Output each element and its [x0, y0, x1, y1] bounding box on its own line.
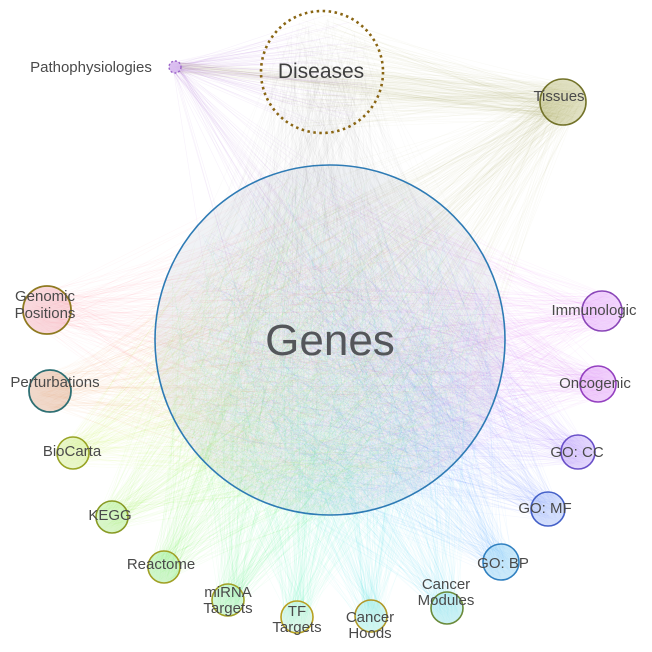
edge-fan-go-bp-to-genes: [168, 176, 516, 578]
node-tissues[interactable]: [539, 78, 587, 126]
node-label-kegg: KEGG: [88, 507, 131, 524]
node-label-diseases: Diseases: [278, 60, 364, 83]
node-label-biocarta: BioCarta: [43, 443, 102, 460]
node-label-oncogenic: Oncogenic: [559, 375, 631, 392]
edge-fan-biocarta-to-genes: [58, 174, 474, 509]
edge-fan-tissues-to-pathophysiologies: [169, 61, 579, 123]
node-immunologic[interactable]: [581, 290, 623, 332]
edge-fan-mirna-targets-to-genes: [164, 179, 491, 615]
edge-fan-kegg-to-genes: [97, 178, 495, 532]
edge-fan-genomic-positions-to-genes: [25, 181, 493, 508]
node-cancer-hoods[interactable]: [354, 599, 388, 633]
edge-fan-go-mf-to-genes: [171, 173, 563, 525]
node-go-bp[interactable]: [482, 543, 520, 581]
edge-fan-pathophysiologies-to-diseases: [169, 14, 373, 126]
node-biocarta[interactable]: [56, 436, 90, 470]
edge-fan-go-cc-to-genes: [163, 178, 592, 504]
edge-fan-tissues-to-genes: [163, 81, 584, 500]
node-label-perturbations: Perturbations: [10, 374, 99, 391]
edge-fan-diseases-to-genes: [163, 17, 500, 506]
node-oncogenic[interactable]: [579, 365, 617, 403]
node-perturbations[interactable]: [28, 369, 72, 413]
edge-fan-oncogenic-to-genes: [169, 174, 614, 507]
node-diseases[interactable]: [259, 9, 385, 135]
node-label-genes: Genes: [265, 316, 395, 365]
edge-fan-perturbations-to-genes: [32, 175, 496, 506]
node-cancer-modules[interactable]: [430, 591, 464, 625]
node-go-cc[interactable]: [560, 434, 596, 470]
node-label-pathophysiologies: Pathophysiologies: [30, 59, 152, 76]
edge-fan-immunologic-to-genes: [185, 176, 620, 506]
edge-fan-reactome-to-genes: [150, 176, 499, 581]
node-label-reactome: Reactome: [127, 556, 195, 573]
node-pathophysiologies[interactable]: [168, 60, 182, 74]
edge-fan-cancer-modules-to-genes: [168, 173, 490, 622]
edge-fan-pathophysiologies-to-genes: [169, 61, 469, 480]
node-kegg[interactable]: [95, 500, 129, 534]
node-label-tissues: Tissues: [533, 88, 584, 105]
edge-fans: [25, 14, 620, 631]
edge-fan-cancer-hoods-to-genes: [169, 181, 491, 630]
node-genomic-positions[interactable]: [22, 285, 72, 335]
node-label-go-bp: GO: BP: [477, 555, 529, 572]
node-go-mf[interactable]: [530, 491, 566, 527]
node-tf-targets[interactable]: [280, 600, 314, 634]
node-reactome[interactable]: [147, 550, 181, 584]
node-label-immunologic: Immunologic: [551, 302, 637, 319]
node-label-go-cc: GO: CC: [550, 444, 604, 461]
genes-circle-fill: [155, 165, 505, 515]
edge-fan-tf-targets-to-genes: [164, 177, 498, 631]
node-mirna-targets[interactable]: [211, 583, 245, 617]
node-genes[interactable]: [154, 164, 506, 516]
node-label-go-mf: GO: MF: [518, 500, 571, 517]
